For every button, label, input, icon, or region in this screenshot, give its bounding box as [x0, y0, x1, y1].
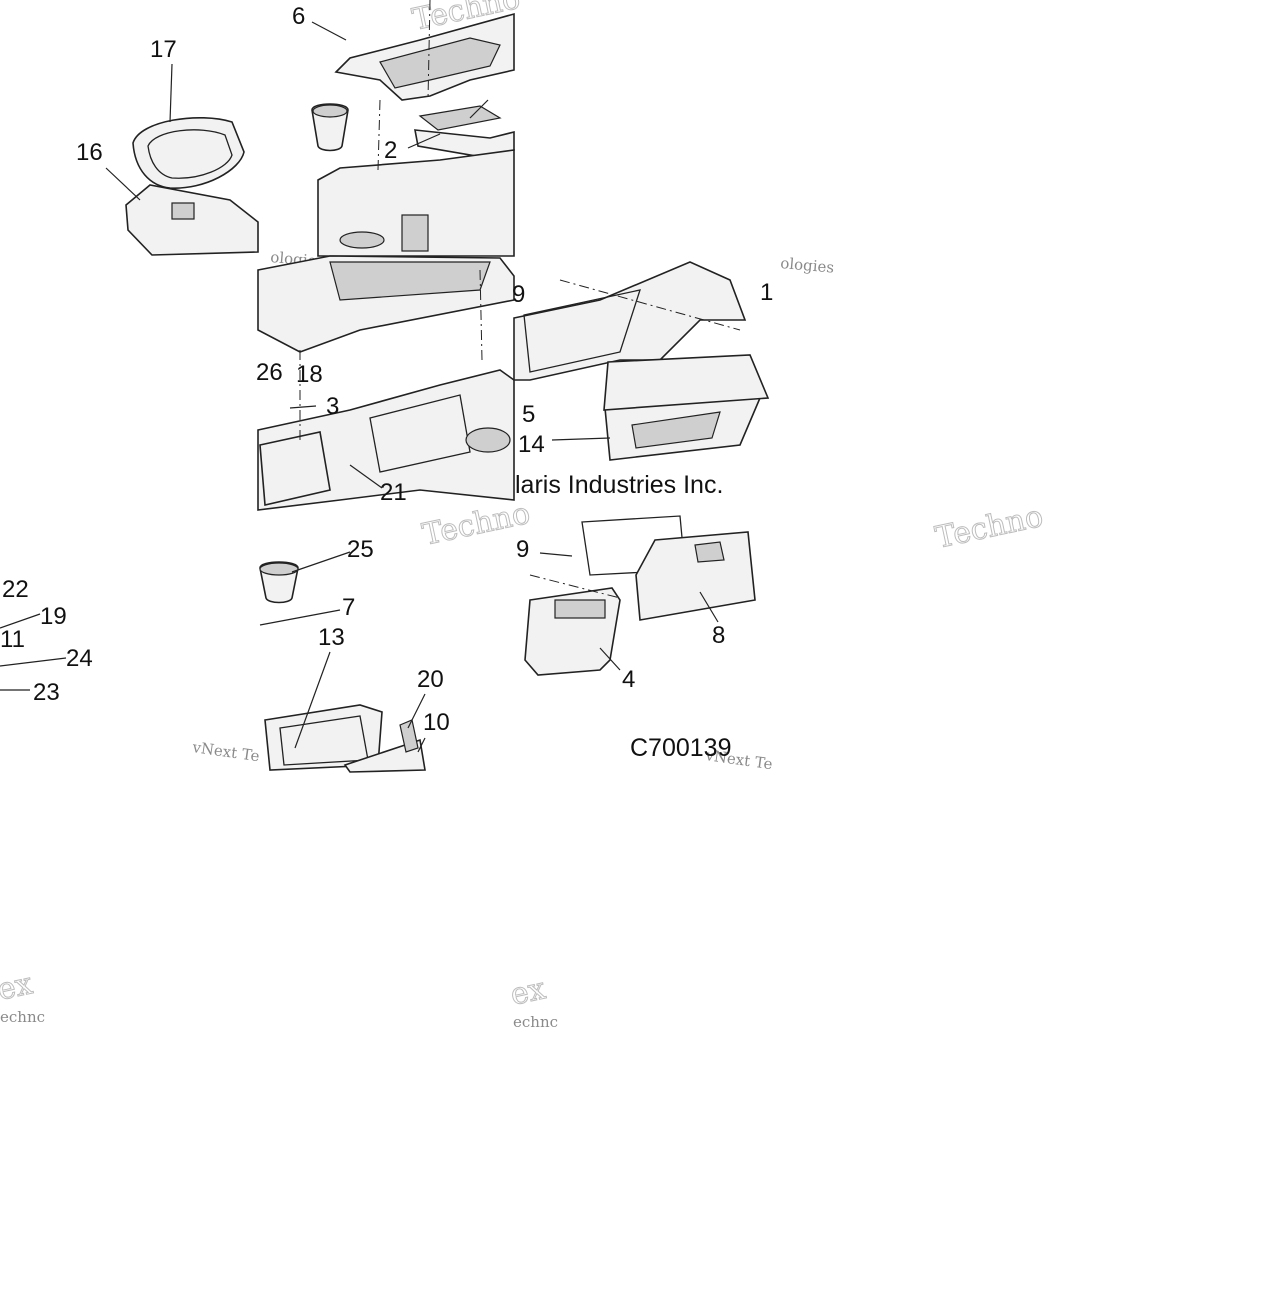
plate-6a-part: [418, 105, 502, 131]
console-4-switches: [554, 599, 606, 619]
dash-lower-front: [317, 149, 515, 257]
glove-box-top: [603, 354, 770, 411]
watermark-mid-bottom: ex: [507, 971, 548, 1012]
callouts: 17 16 6 2 1 9 26 18 3 5 14 21 25 7 13 22…: [0, 3, 773, 736]
dash-right-opening: [523, 289, 641, 373]
main-dash-group: [257, 255, 515, 511]
leader-7: [259, 609, 341, 626]
callout-14: 14: [518, 431, 545, 458]
glove-door-8-part: [635, 531, 756, 621]
watermark-left-bottom: ex: [0, 966, 36, 1007]
callout-4: 4: [622, 666, 635, 693]
callout-18: 18: [296, 361, 323, 388]
glove-box-vent: [631, 411, 721, 449]
lower-center-group: [259, 551, 426, 773]
leader-19: [0, 613, 41, 629]
lower-right-group: [524, 515, 756, 676]
dash-line-a: [377, 99, 381, 171]
callout-5: 5: [522, 401, 535, 428]
callout-16: 16: [76, 139, 103, 166]
cluster-hood-inner: [147, 129, 233, 179]
callout-10: 10: [423, 709, 450, 736]
glove-door-latch: [694, 541, 725, 563]
dash-line-b: [427, 0, 431, 101]
callout-8: 8: [712, 622, 725, 649]
watermark-small-g: echnc: [513, 1013, 558, 1031]
dash-line-e: [559, 279, 741, 331]
dash-line-f: [529, 574, 621, 599]
dash-opening-upper: [339, 231, 385, 249]
callout-13: 13: [318, 624, 345, 651]
cluster-base-part: [125, 184, 259, 256]
copyright-text: laris Industries Inc.: [515, 471, 723, 499]
callout-6-top: 6: [292, 3, 305, 30]
callout-26: 26: [256, 359, 283, 386]
callout-22: 22: [2, 576, 29, 603]
dash-line-d: [479, 269, 483, 361]
callout-11: 11: [0, 626, 25, 653]
leader-25: [291, 551, 351, 573]
cup-holder-upper-rim: [312, 104, 348, 118]
figure-code: C700139: [630, 734, 731, 762]
cluster-base-window: [171, 202, 195, 220]
leader-21: [349, 464, 383, 489]
callout-9-upper: 9: [512, 281, 525, 308]
dash-top-recess: [379, 37, 501, 89]
leader-10: [417, 737, 426, 753]
leader-20: [407, 693, 426, 729]
callout-21: 21: [380, 479, 407, 506]
callout-9-lower: 9: [516, 536, 529, 563]
leader-9-lower: [539, 552, 573, 557]
callout-7: 7: [342, 594, 355, 621]
callout-2: 2: [384, 137, 397, 164]
watermark-small-b: vNext Te: [190, 738, 260, 765]
leader-17: [169, 63, 173, 123]
callout-17: 17: [150, 36, 177, 63]
callout-25: 25: [347, 536, 374, 563]
leader-14: [551, 437, 611, 441]
callout-3: 3: [326, 393, 339, 420]
latch-20-part: [399, 719, 419, 753]
callout-24: 24: [66, 645, 93, 672]
leader-8: [699, 591, 719, 623]
watermark-small-d: ologies: [780, 254, 835, 277]
leader-13: [294, 651, 331, 749]
callout-1: 1: [760, 279, 773, 306]
callout-20: 20: [417, 666, 444, 693]
watermark-small-f: echnc: [0, 1008, 45, 1026]
leader-2: [407, 133, 441, 149]
right-dash-group: [513, 261, 770, 461]
watermark-right: Techno: [932, 499, 1046, 556]
leader-6-top: [311, 21, 347, 41]
upper-dash-group: [311, 0, 515, 257]
dash-cup-opening: [465, 427, 511, 453]
leader-6a: [469, 99, 489, 119]
cup-holder-lower-rim: [259, 562, 299, 576]
panel-13-part: [264, 704, 383, 771]
switch-bank-upper: [401, 214, 429, 252]
callout-23: 23: [33, 679, 60, 706]
leader-24: [0, 657, 67, 667]
leader-16: [105, 167, 141, 201]
leader-3: [289, 405, 317, 409]
callout-19: 19: [40, 603, 67, 630]
dash-main-opening: [369, 394, 471, 473]
leader-4: [599, 647, 621, 671]
cluster-bezel-group: [105, 63, 259, 256]
dash-main-recess: [329, 261, 491, 301]
left-edge-leaders: [0, 613, 67, 691]
